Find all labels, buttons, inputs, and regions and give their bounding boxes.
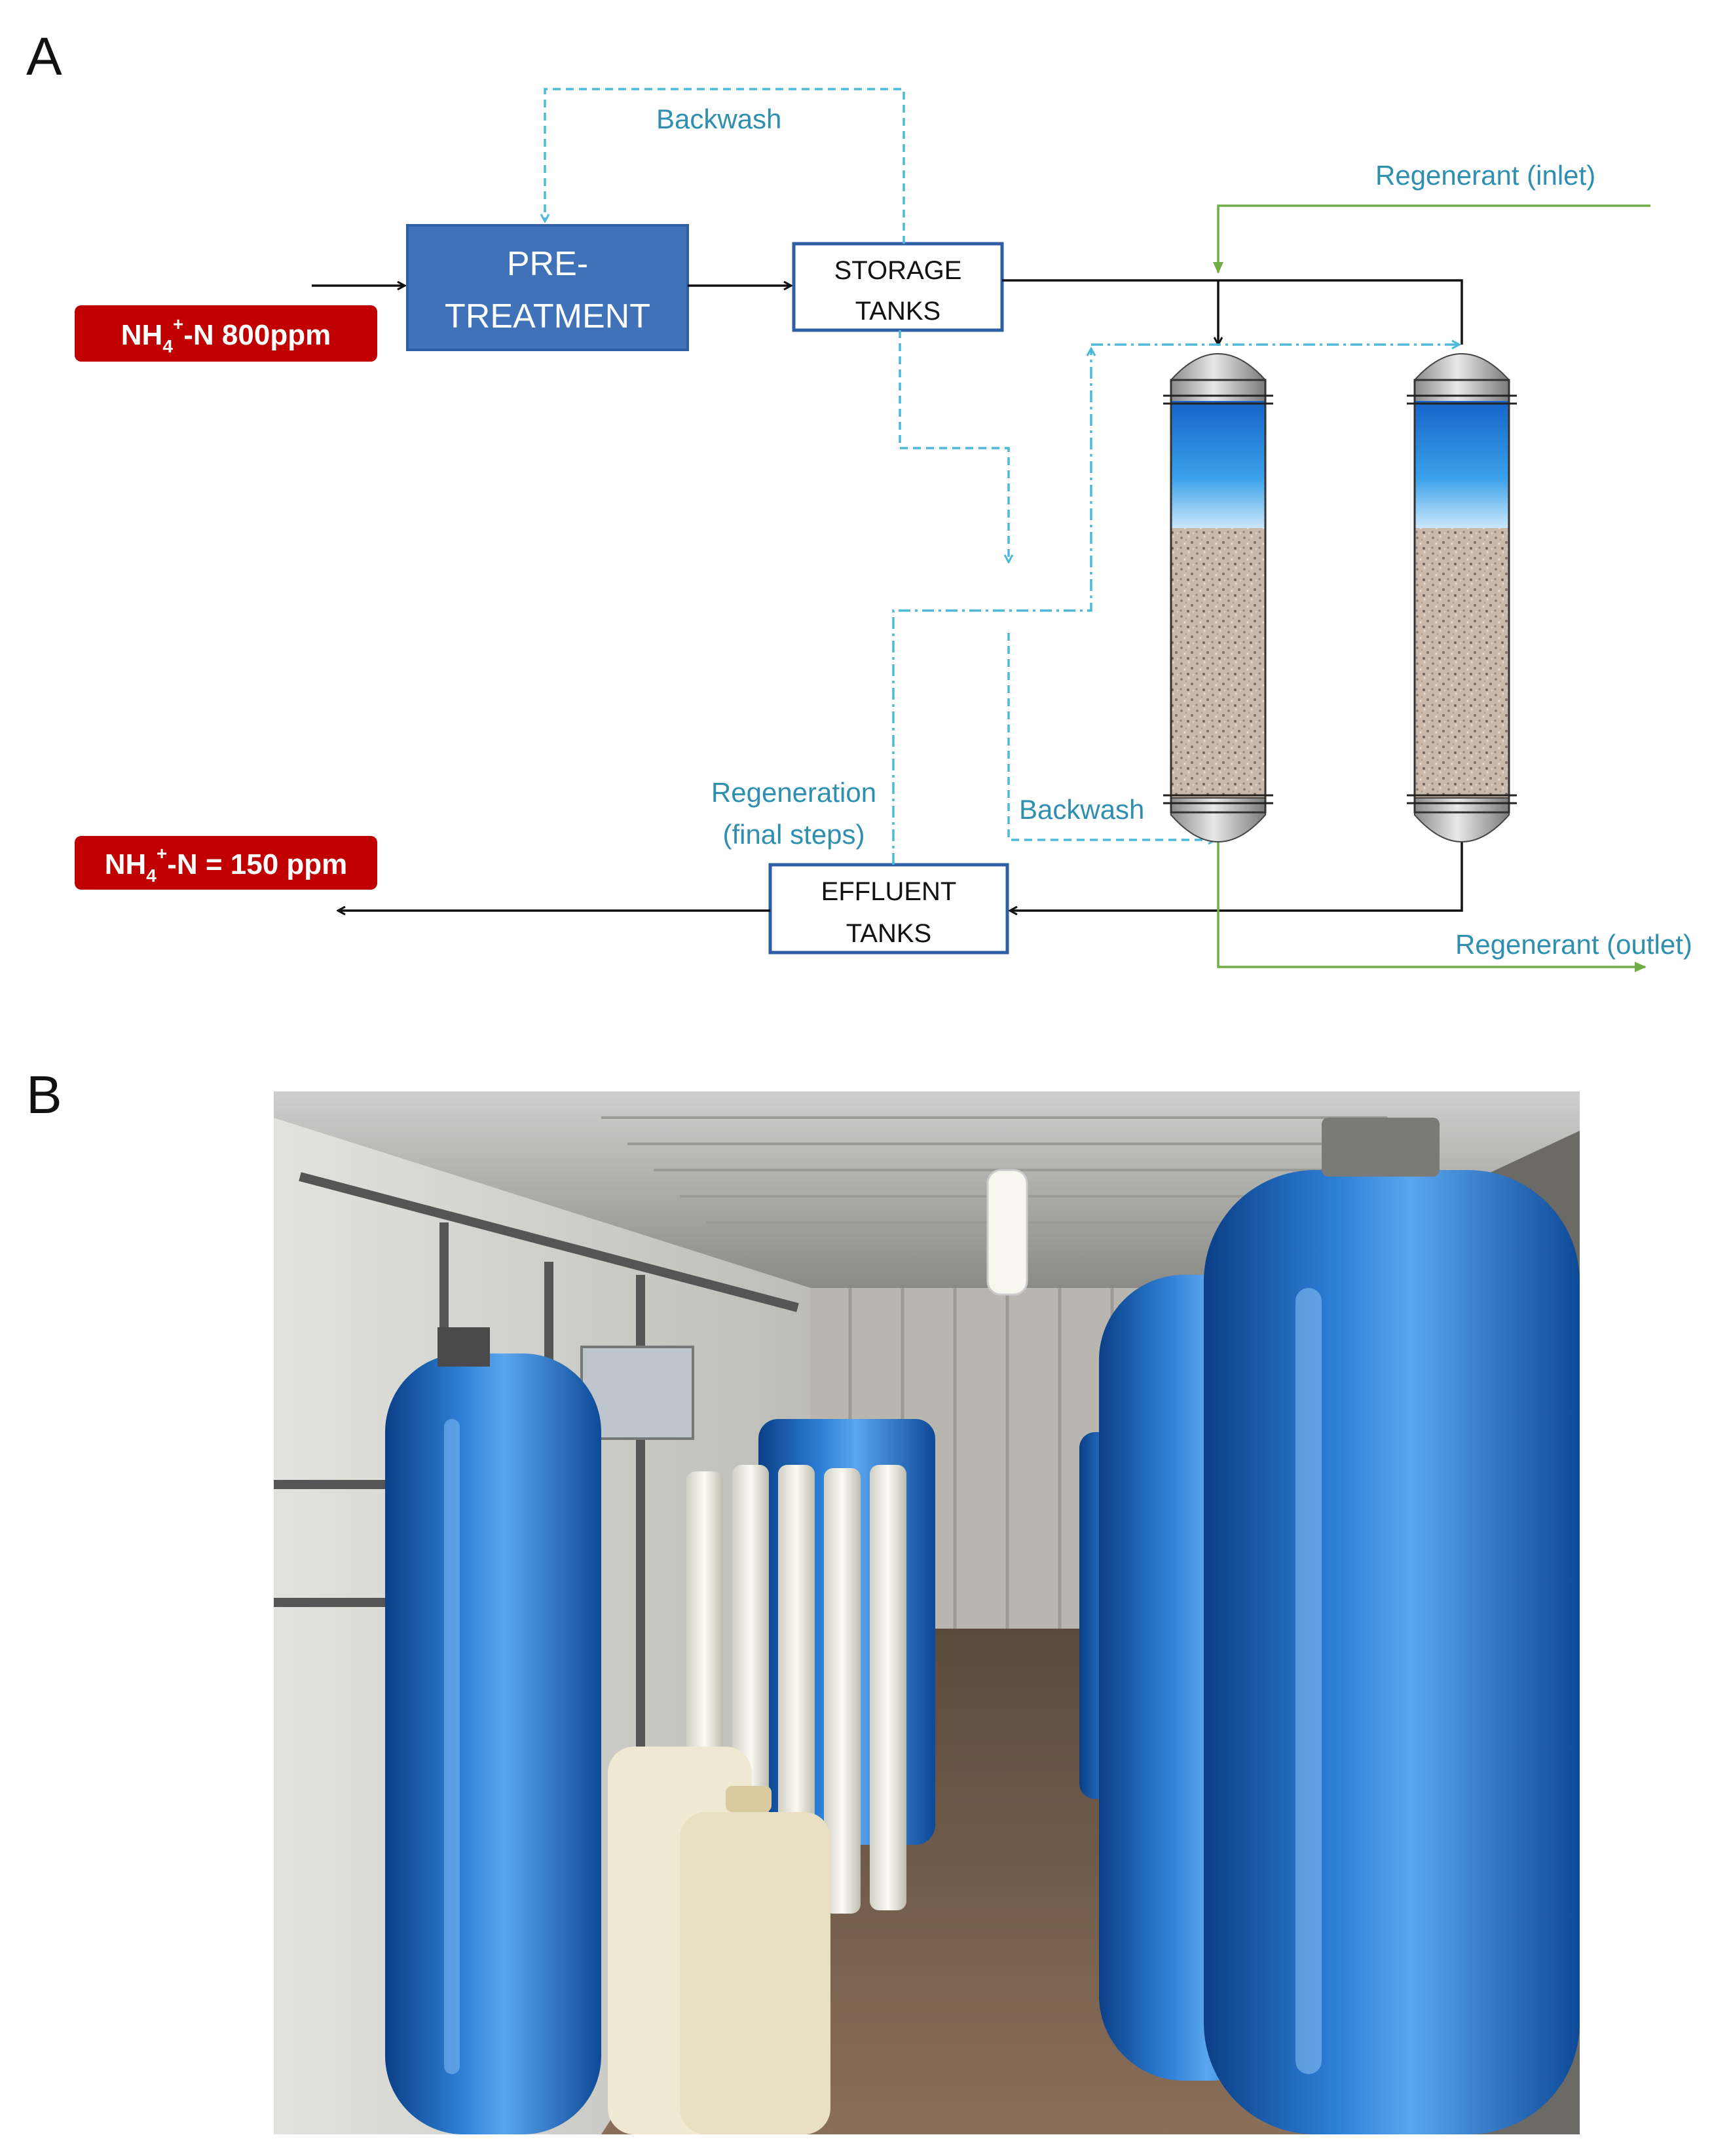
regeneration-final-steps-label: (final steps) — [722, 819, 865, 850]
panel-b-label: B — [26, 1065, 62, 1125]
svg-text:STORAGE: STORAGE — [834, 256, 962, 285]
svg-text:NH4+-N = 150 ppm: NH4+-N = 150 ppm — [105, 843, 348, 886]
process-flow-lines — [312, 279, 1463, 911]
svg-text:EFFLUENT: EFFLUENT — [821, 877, 957, 906]
svg-text:TANKS: TANKS — [855, 297, 940, 326]
exchange-column-1 — [1163, 353, 1273, 842]
effluent-tanks-box: EFFLUENT TANKS — [768, 863, 1009, 955]
regenerant-lines — [1213, 204, 1650, 972]
regenerant-outlet-label: Regenerant (outlet) — [1455, 929, 1692, 960]
storage-tanks-box: STORAGE TANKS — [792, 242, 1004, 332]
process-flow-diagram: NH4+-N 800ppm NH4+-N = 150 ppm PRE- TREA… — [75, 88, 1692, 972]
panel-a-label: A — [26, 27, 62, 86]
outlet-concentration-badge: NH4+-N = 150 ppm — [75, 836, 377, 890]
regenerant-inlet-label: Regenerant (inlet) — [1375, 160, 1595, 191]
pretreatment-box: PRE- TREATMENT — [406, 224, 689, 351]
svg-text:PRE-: PRE- — [507, 245, 588, 283]
regeneration-label: Regeneration — [711, 777, 876, 808]
exchange-column-2 — [1407, 353, 1517, 842]
backwash-top-label: Backwash — [656, 104, 781, 134]
svg-text:TREATMENT: TREATMENT — [445, 297, 650, 335]
backwash-bottom-label: Backwash — [1019, 794, 1144, 825]
inlet-concentration-badge: NH4+-N 800ppm — [75, 305, 377, 362]
backwash-lines — [545, 88, 1459, 865]
plant-photo — [274, 1091, 1580, 2134]
svg-text:TANKS: TANKS — [846, 919, 931, 948]
svg-text:NH4+-N 800ppm: NH4+-N 800ppm — [121, 314, 331, 356]
